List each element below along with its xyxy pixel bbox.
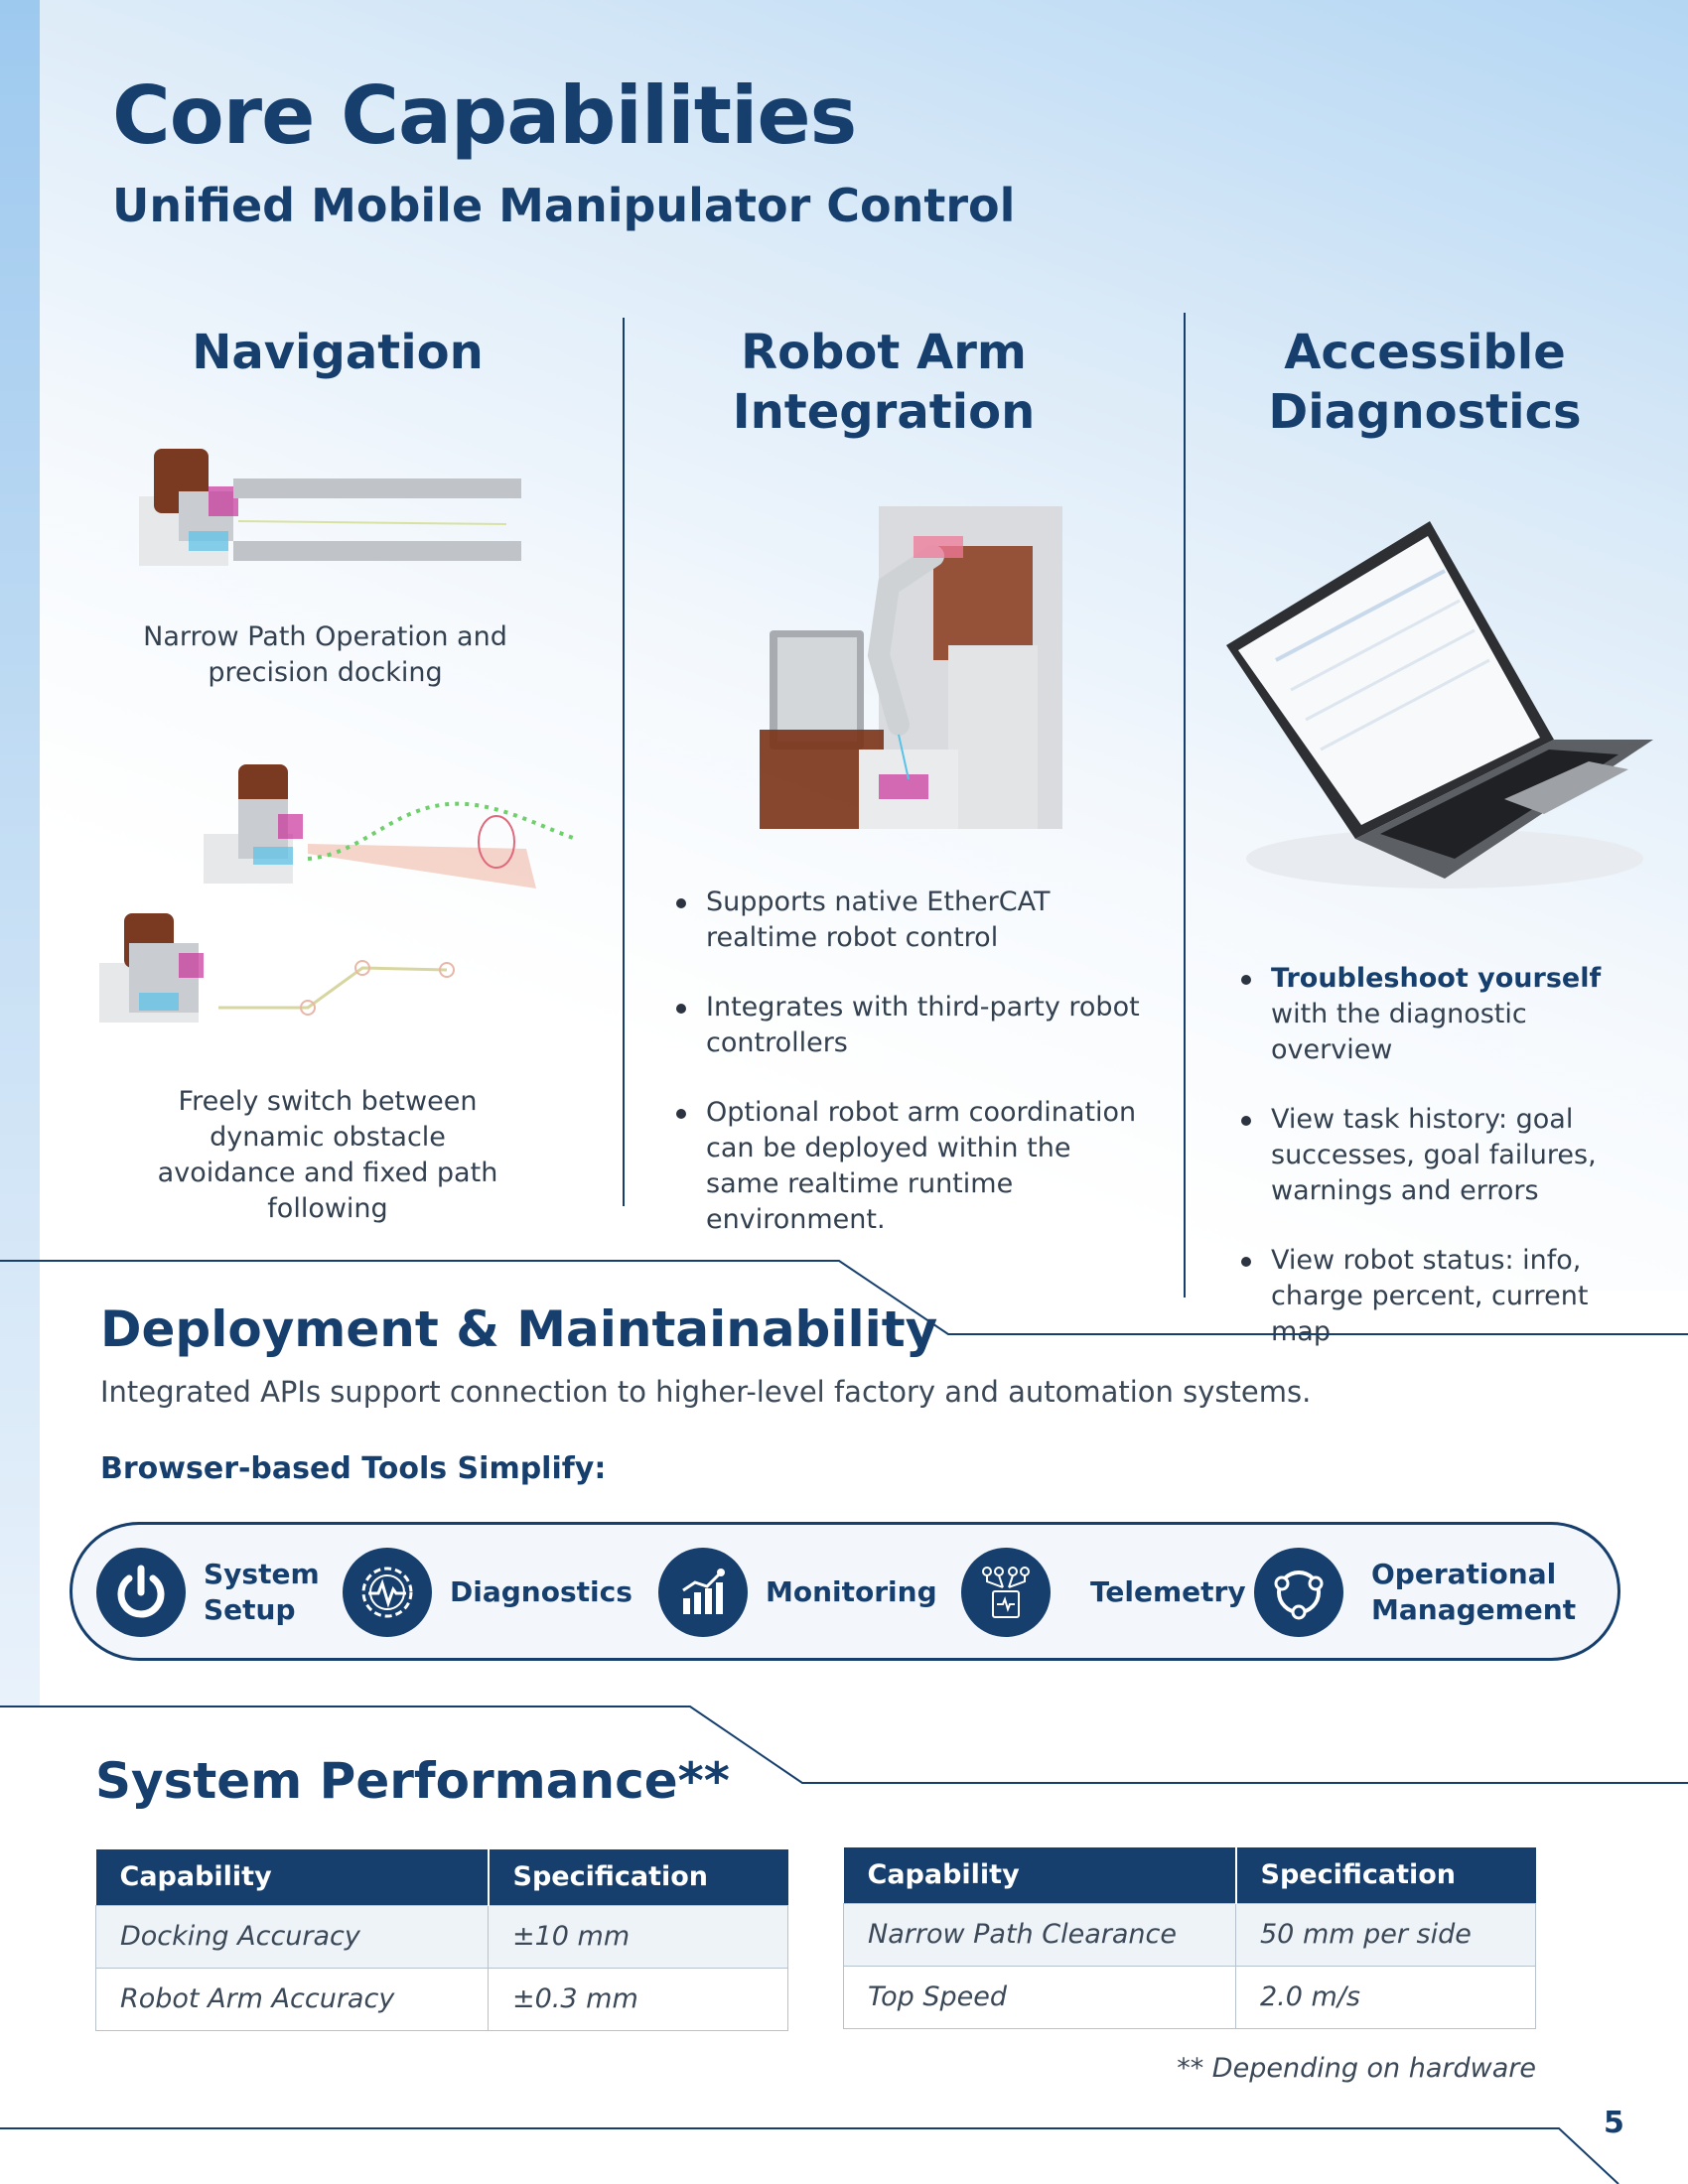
footer-rule	[0, 2127, 1619, 2184]
page-number: 5	[1604, 2106, 1624, 2140]
table-header-row: Capability Specification	[95, 1849, 788, 1905]
column-header: Capability	[843, 1847, 1237, 1903]
laptop-dashboard-illustration	[1226, 521, 1653, 888]
fixed-path-illustration	[99, 913, 455, 1023]
gear-pulse-icon	[343, 1548, 432, 1637]
narrow-path-robot-illustration	[139, 449, 521, 566]
spec-cell: 50 mm per side	[1235, 1902, 1536, 1967]
tool-diagnostics[interactable]: Diagnostics	[343, 1547, 633, 1638]
spec-table-right: Capability Specification Narrow Path Cle…	[843, 1847, 1536, 2029]
list-item: View robot status: info, charge percent,…	[1241, 1243, 1638, 1350]
tool-label: Monitoring	[766, 1575, 937, 1608]
table-row: Robot Arm Accuracy ±0.3 mm	[95, 1967, 788, 2031]
robot-arm-workcell-illustration	[760, 506, 1062, 829]
diagnostics-heading: Accessible Diagnostics	[1268, 325, 1582, 440]
spec-cell: 2.0 m/s	[1235, 1965, 1536, 2029]
telemetry-device-icon	[961, 1548, 1051, 1637]
list-item: View task history: goal successes, goal …	[1241, 1102, 1638, 1209]
narrow-path-caption: Narrow Path Operation and precision dock…	[143, 621, 507, 688]
path-switch-caption: Freely switch between dynamic obstacle a…	[157, 1086, 498, 1224]
deployment-description: Integrated APIs support connection to hi…	[100, 1375, 1312, 1409]
table-row: Narrow Path Clearance 50 mm per side	[843, 1902, 1536, 1967]
capability-cell: Top Speed	[843, 1965, 1236, 2029]
performance-heading: System Performance**	[95, 1752, 730, 1810]
column-divider-2	[1184, 313, 1186, 1297]
left-accent-strip	[0, 0, 40, 1707]
bar-chart-icon	[658, 1548, 748, 1637]
tool-telemetry[interactable]: Telemetry	[961, 1547, 1246, 1638]
footnote: ** Depending on hardware	[1177, 2053, 1536, 2084]
table-header-row: Capability Specification	[843, 1847, 1536, 1903]
cycle-nodes-icon	[1254, 1548, 1343, 1637]
robot-arm-bullets: Supports native EtherCAT realtime robot …	[676, 885, 1143, 1272]
spec-table-left: Capability Specification Docking Accurac…	[95, 1849, 788, 2031]
column-header: Specification	[1235, 1847, 1536, 1903]
list-item: Optional robot arm coordination can be d…	[676, 1095, 1143, 1238]
spec-cell: ±10 mm	[488, 1904, 788, 1969]
column-header: Specification	[488, 1849, 788, 1905]
power-icon	[96, 1548, 186, 1637]
list-item: Supports native EtherCAT realtime robot …	[676, 885, 1143, 956]
obstacle-avoidance-illustration	[204, 764, 577, 888]
navigation-heading: Navigation	[192, 325, 484, 380]
tool-label: Diagnostics	[450, 1575, 633, 1608]
section-rule-deployment	[0, 1260, 1688, 1335]
spec-cell: ±0.3 mm	[488, 1967, 788, 2031]
list-item: Integrates with third-party robot contro…	[676, 990, 1143, 1061]
capability-cell: Narrow Path Clearance	[843, 1902, 1236, 1967]
tool-monitoring[interactable]: Monitoring	[658, 1547, 937, 1638]
column-divider-1	[623, 318, 625, 1206]
section-rule-performance	[0, 1706, 1688, 1784]
page-subtitle: Unified Mobile Manipulator Control	[112, 179, 1016, 232]
page-title: Core Capabilities	[112, 69, 857, 162]
capability-cell: Docking Accuracy	[95, 1904, 489, 1969]
list-item: Troubleshoot yourself with the diagnosti…	[1241, 961, 1638, 1068]
table-row: Top Speed 2.0 m/s	[843, 1965, 1536, 2029]
diagnostics-bullets: Troubleshoot yourself with the diagnosti…	[1241, 961, 1638, 1384]
robot-arm-heading: Robot Arm Integration	[732, 325, 1036, 440]
deployment-heading: Deployment & Maintainability	[100, 1300, 938, 1358]
tools-label: Browser-based Tools Simplify:	[100, 1451, 607, 1486]
capability-cell: Robot Arm Accuracy	[95, 1967, 489, 2031]
table-row: Docking Accuracy ±10 mm	[95, 1904, 788, 1969]
column-header: Capability	[95, 1849, 490, 1905]
tool-label: Telemetry	[1090, 1575, 1246, 1608]
